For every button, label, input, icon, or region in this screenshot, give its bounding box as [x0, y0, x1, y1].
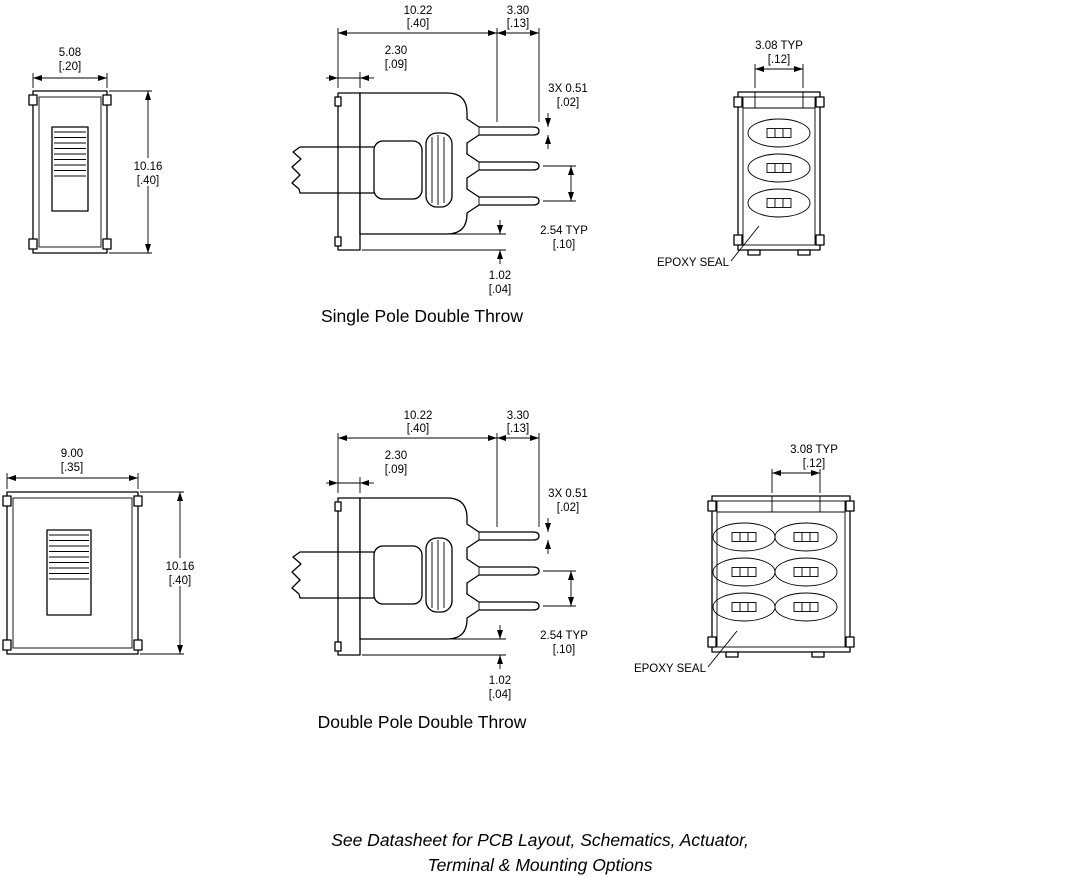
dim-width-in: [.35]	[61, 462, 83, 474]
epoxy-seal-label: EPOXY SEAL	[657, 257, 730, 269]
dpdt-caption: Double Pole Double Throw	[318, 712, 527, 732]
epoxy-seal-label: EPOXY SEAL	[634, 663, 707, 675]
footer-note-line2: Terminal & Mounting Options	[427, 855, 652, 875]
epoxy-seal-area	[425, 132, 453, 208]
slider-actuator	[46, 529, 92, 616]
spdt-side-view: 10.22 [.40] 3.30 [.13] 2.30 [.09] 3X 0.5…	[291, 5, 588, 296]
leader-line	[707, 630, 738, 668]
footer-note-line1: See Datasheet for PCB Layout, Schematics…	[331, 830, 749, 850]
dim-spacing-mm: 3.08 TYP	[755, 40, 803, 52]
foot	[747, 249, 761, 256]
internal-slider	[373, 140, 423, 200]
dim-pitch-in: [.10]	[553, 239, 575, 251]
dim-actuator-in: [.09]	[385, 59, 407, 71]
actuator-lever	[291, 146, 375, 194]
dim-spacing-in: [.12]	[768, 54, 790, 66]
dim-depth-mm: 10.22	[404, 5, 433, 17]
spdt-caption: Single Pole Double Throw	[321, 306, 523, 326]
dim-pinlen-mm: 3.30	[507, 5, 529, 17]
spdt-front-view: 5.08 [.20] 10.16 [.40]	[28, 47, 163, 254]
mounting-bracket	[337, 92, 361, 251]
slider-ribs	[49, 534, 89, 580]
dim-width-mm: 9.00	[61, 448, 83, 460]
dim-depth-in: [.40]	[407, 18, 429, 30]
dim-pinthk-in: [.02]	[557, 97, 579, 109]
dim-height-mm: 10.16	[134, 161, 163, 173]
foot	[725, 651, 739, 658]
dim-actuator-mm: 2.30	[385, 45, 407, 57]
switch-body	[711, 495, 851, 653]
dpdt-rear-view: 3.08 TYP [.12] EPOXY SEAL	[634, 444, 855, 675]
slider-ribs	[54, 131, 86, 177]
dpdt-front-view: 9.00 [.35] 10.16 [.40]	[2, 448, 195, 655]
dim-pinlen-in: [.13]	[507, 18, 529, 30]
slider-actuator	[51, 126, 89, 212]
dim-pitch-mm: 2.54 TYP	[540, 225, 588, 237]
dim-standoff-mm: 1.02	[489, 270, 511, 282]
dim-height-in: [.40]	[137, 175, 159, 187]
dim-height-in: [.40]	[169, 575, 191, 587]
dim-width-mm: 5.08	[59, 47, 81, 59]
dpdt-side-view	[292, 410, 588, 701]
dim-standoff-in: [.04]	[489, 284, 511, 296]
dim-spacing-in: [.12]	[803, 458, 825, 470]
foot	[797, 249, 811, 256]
dim-height-mm: 10.16	[166, 561, 195, 573]
dim-pinthk-mm: 3X 0.51	[548, 83, 588, 95]
dim-width-in: [.20]	[59, 61, 81, 73]
dim-spacing-mm: 3.08 TYP	[790, 444, 838, 456]
switch-body	[737, 91, 821, 251]
foot	[811, 651, 825, 658]
leader-line	[730, 225, 760, 262]
spdt-rear-view: 3.08 TYP [.12] EPOXY SEAL	[657, 40, 825, 269]
